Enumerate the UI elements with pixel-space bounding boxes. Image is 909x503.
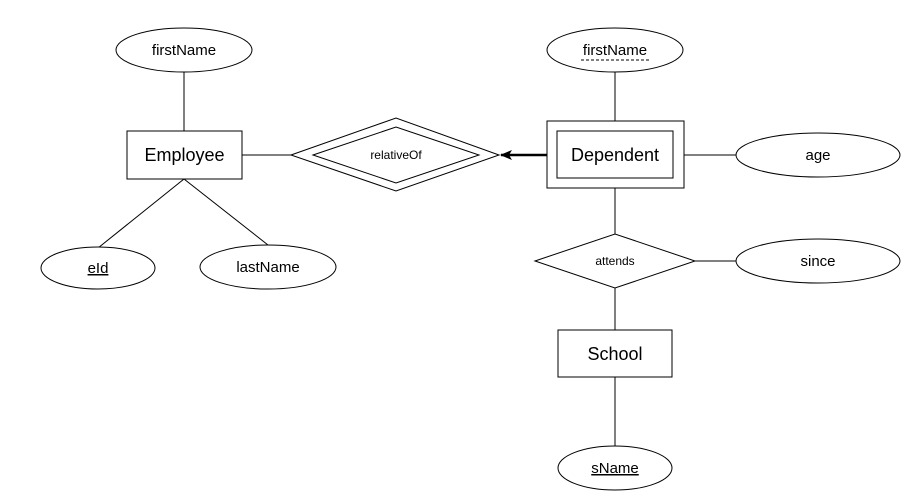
connector-employee-eid [97, 178, 185, 249]
entity-school[interactable]: School [557, 329, 673, 378]
entity-dependent-inner-box [556, 130, 674, 179]
attribute-ellipse [40, 246, 156, 290]
attribute-ellipse [735, 238, 901, 284]
entity-dependent-weak[interactable]: Dependent [546, 120, 685, 189]
entity-dependent-label: Dependent [571, 145, 659, 165]
attribute-ellipse [735, 132, 901, 178]
entity-employee-box [126, 130, 243, 180]
attribute-ellipse [546, 27, 684, 73]
entity-employee-label: Employee [144, 145, 224, 165]
relationship-diamond [533, 233, 697, 289]
attribute-label: age [805, 147, 830, 164]
attribute-ellipse [557, 445, 673, 491]
connector-employee-lastname [183, 178, 269, 246]
relationship-attends[interactable]: attends [533, 233, 697, 289]
attribute-label: firstName [583, 42, 647, 59]
attribute-attends-since[interactable]: since [735, 238, 901, 284]
attribute-employee-lastname[interactable]: lastName [199, 244, 337, 290]
attribute-dependent-age[interactable]: age [735, 132, 901, 178]
attribute-ellipse [199, 244, 337, 290]
attribute-label: since [800, 253, 835, 270]
relationship-relativeof[interactable]: relativeOf [289, 117, 501, 192]
attribute-school-sname-key[interactable]: sName [557, 445, 673, 491]
attribute-employee-eid-key[interactable]: eId [40, 246, 156, 290]
relationship-label: relativeOf [370, 148, 422, 162]
relationship-inner-diamond [311, 126, 481, 184]
entity-school-box [557, 329, 673, 378]
entity-school-label: School [587, 344, 642, 364]
connector-lines [97, 72, 737, 446]
attribute-dependent-firstname-partial-key[interactable]: firstName [546, 27, 684, 73]
attribute-label: firstName [152, 42, 216, 59]
entity-employee[interactable]: Employee [126, 130, 243, 180]
attribute-label: sName [591, 460, 639, 477]
attribute-label: eId [88, 260, 109, 277]
attribute-label: lastName [236, 259, 299, 276]
attribute-ellipse [115, 27, 253, 73]
relationship-label: attends [595, 254, 634, 268]
attribute-employee-firstname[interactable]: firstName [115, 27, 253, 73]
